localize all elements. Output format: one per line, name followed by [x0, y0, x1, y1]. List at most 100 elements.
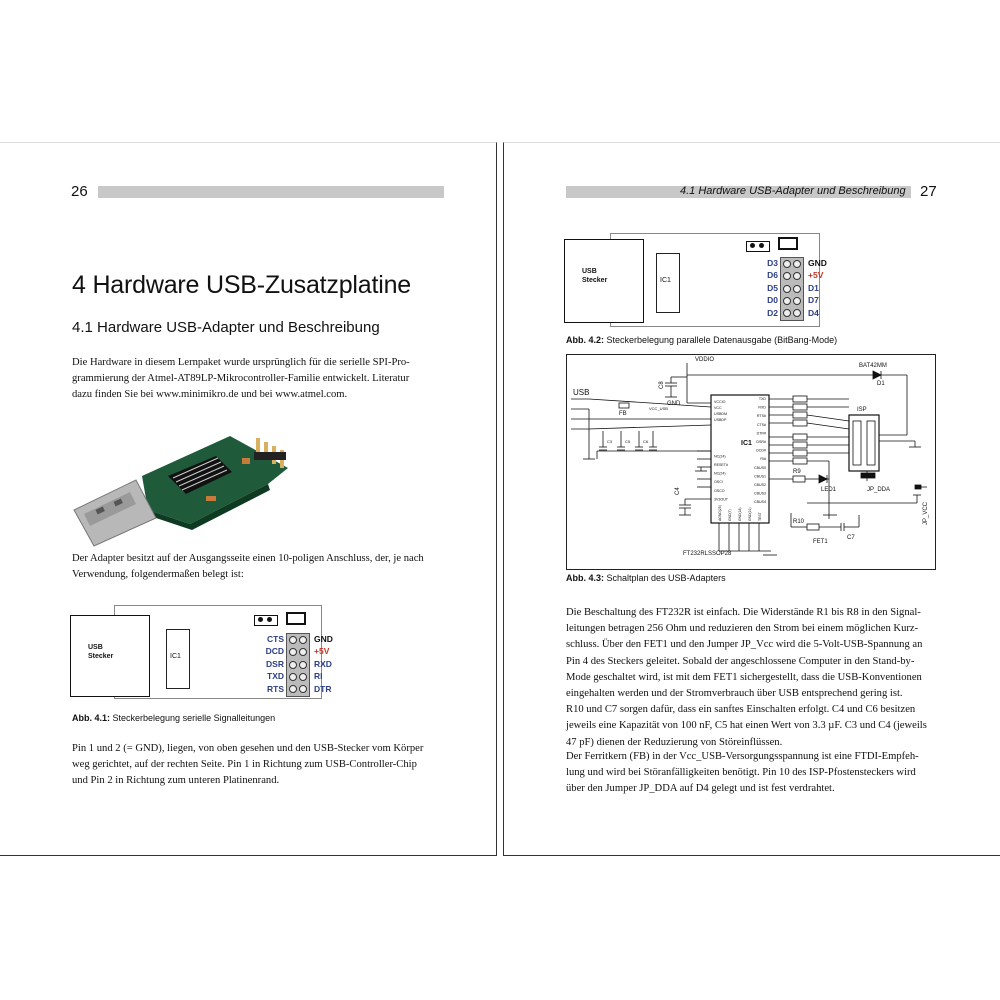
text-line: Der Ferritkern (FB) in der Vcc_USB-Verso… [566, 751, 919, 762]
header-pin [299, 685, 307, 694]
paragraph-1: Die Beschaltung des FT232R ist einfach. … [566, 605, 939, 751]
header-pin [299, 636, 307, 644]
header-pin [793, 309, 801, 318]
text-line: lung und wird bei Störanfälligkeiten ben… [566, 767, 916, 779]
usb-plug-box [564, 239, 644, 323]
schematic-svg: VDDIO BAT42MM D1 C8 GND USB FB VCC_USB I… [571, 357, 929, 557]
isp-connector [848, 414, 880, 472]
page-number-right: 27 [920, 183, 937, 200]
pin-label: DTR [314, 683, 332, 694]
chapter-title: 4 Hardware USB-Zusatzplatine [72, 271, 411, 299]
pin-label: DSR [266, 658, 284, 669]
pin-label: D5 [767, 282, 778, 293]
label-c6: C6 [643, 439, 649, 444]
chip-pin-label: CBUS2 [754, 483, 766, 487]
caption-label: Abb. 4.2: [566, 335, 605, 345]
text-line: Die Beschaltung des FT232R ist einfach. … [566, 607, 921, 618]
header-pin [783, 260, 791, 268]
pin-label: D2 [767, 307, 778, 318]
figure-4-3-schematic: VDDIO BAT42MM D1 C8 GND USB FB VCC_USB I… [566, 354, 936, 570]
chip-pin-label: CBUS4 [754, 500, 766, 504]
left-page: 26 4 Hardware USB-Zusatzplatine 4.1 Hard… [0, 142, 497, 856]
pin-labels-left: CTS DCD DSR TXD RTS [262, 633, 284, 695]
caption-label: Abb. 4.1: [72, 713, 111, 723]
figure-4-1: USB Stecker IC1 CTS DCD DSR TXD RTS GND … [70, 603, 333, 711]
chip-pin-label: AGND(25) [718, 505, 722, 521]
header-pin [783, 296, 791, 305]
text-line: Mode geschaltet wird, ist mit dem FET1 s… [566, 671, 922, 683]
right-page: 4.1 Hardware USB-Adapter und Beschreibun… [503, 142, 1000, 856]
chip-pin-label: RTS# [757, 414, 766, 418]
chip-pin-label: RXD [758, 406, 766, 410]
label-c4: C4 [675, 487, 681, 495]
header-pin [783, 309, 791, 318]
text-line: jeweils eine Kapazität von 100 nF, C5 ha… [566, 720, 927, 732]
chip-pin-label: USBDM [714, 412, 727, 416]
chip-pin-label: CBUS1 [754, 474, 766, 478]
header-pin [783, 272, 791, 281]
pin-label: RXD [314, 658, 332, 669]
text-line: und Pin 2 in Richtung zum unteren Platin… [72, 775, 280, 787]
pin-label: +5V [808, 270, 824, 281]
text-line: weg gerichtet, auf der rechten Seite. Pi… [72, 759, 417, 771]
header-pin [299, 672, 307, 681]
pin-label: D1 [808, 282, 819, 293]
pin-label: RTS [267, 683, 284, 694]
text-line: Verwendung, folgendermaßen belegt ist: [72, 569, 244, 581]
text-line: Der Adapter besitzt auf der Ausgangsseit… [72, 553, 424, 564]
header-pin [793, 272, 801, 281]
chip-pin-label: GND(7) [728, 509, 732, 521]
ic-box [656, 253, 680, 313]
chip-pin-label: DTR# [757, 431, 766, 435]
pin-label: D6 [767, 270, 778, 281]
caption-text: Steckerbelegung parallele Datenausgabe (… [604, 335, 838, 345]
chip-pin-label: GND(18) [738, 507, 742, 521]
ic-box [166, 629, 190, 689]
text-line: schluss. Über den FET1 und den Jumper JP… [566, 639, 923, 651]
label-c7: C7 [847, 535, 855, 541]
usb-adapter-photo [73, 436, 288, 547]
text-line: Pin 4 des Steckers geleitet. Sobald der … [566, 655, 915, 667]
chip-pin-label: RI# [760, 457, 766, 461]
chip-pin-label: 3V3OUT [714, 497, 729, 501]
label-vddio: VDDIO [695, 357, 714, 363]
header-pin [289, 660, 297, 669]
pin-label: GND [808, 258, 827, 268]
pin-label: D0 [767, 295, 778, 306]
label-jp-vcc: JP_VCC [923, 501, 929, 525]
chip-pin-label: VCC [714, 406, 722, 410]
caption-label: Abb. 4.3: [566, 573, 605, 583]
label-gnd: GND [667, 401, 681, 407]
chip-pin-label: TXD [759, 397, 767, 401]
label-isp: ISP [857, 407, 867, 413]
text-line: grammierung der Atmel-AT89LP-Mikrocontro… [72, 373, 410, 385]
header-bar-left [98, 186, 444, 198]
text-line: über den Jumper JP_DDA auf D4 gelegt und… [566, 783, 835, 795]
figure-caption-4-3: Abb. 4.3: Schaltplan des USB-Adapters [566, 573, 726, 583]
chip-pin-label: VCCIO [714, 400, 726, 404]
led-marker [286, 612, 306, 625]
label-d1: D1 [877, 381, 885, 387]
chip-pin-label: TEST [758, 512, 762, 521]
header-pin [793, 284, 801, 293]
label-c3: C3 [607, 439, 613, 444]
header-pin [289, 636, 297, 644]
connector-paragraph: Der Adapter besitzt auf der Ausgangsseit… [72, 551, 444, 583]
chip-pin-label: CBUS0 [754, 466, 766, 470]
text-line: eingehalten werden und der Stromverbrauc… [566, 688, 903, 700]
label-ic1: IC1 [741, 440, 752, 447]
chip-pin-label: GND(21) [748, 507, 752, 521]
pin-label: DCD [265, 646, 284, 657]
pin-label: +5V [314, 646, 330, 657]
jumper [746, 241, 770, 252]
label-bat: BAT42MM [859, 363, 887, 369]
chip-pin-label: CBUS3 [754, 492, 766, 496]
header-pin [793, 260, 801, 268]
figure-caption-4-2: Abb. 4.2: Steckerbelegung parallele Date… [566, 335, 837, 345]
chip-pin-label: USBDP [714, 418, 727, 422]
pin-labels-left: D3 D6 D5 D0 D2 [754, 257, 778, 319]
figure-caption-4-1: Abb. 4.1: Steckerbelegung serielle Signa… [72, 713, 275, 723]
paragraph-2: Der Ferritkern (FB) in der Vcc_USB-Verso… [566, 749, 939, 798]
led-marker [778, 237, 798, 250]
caption-text: Schaltplan des USB-Adapters [604, 573, 726, 583]
